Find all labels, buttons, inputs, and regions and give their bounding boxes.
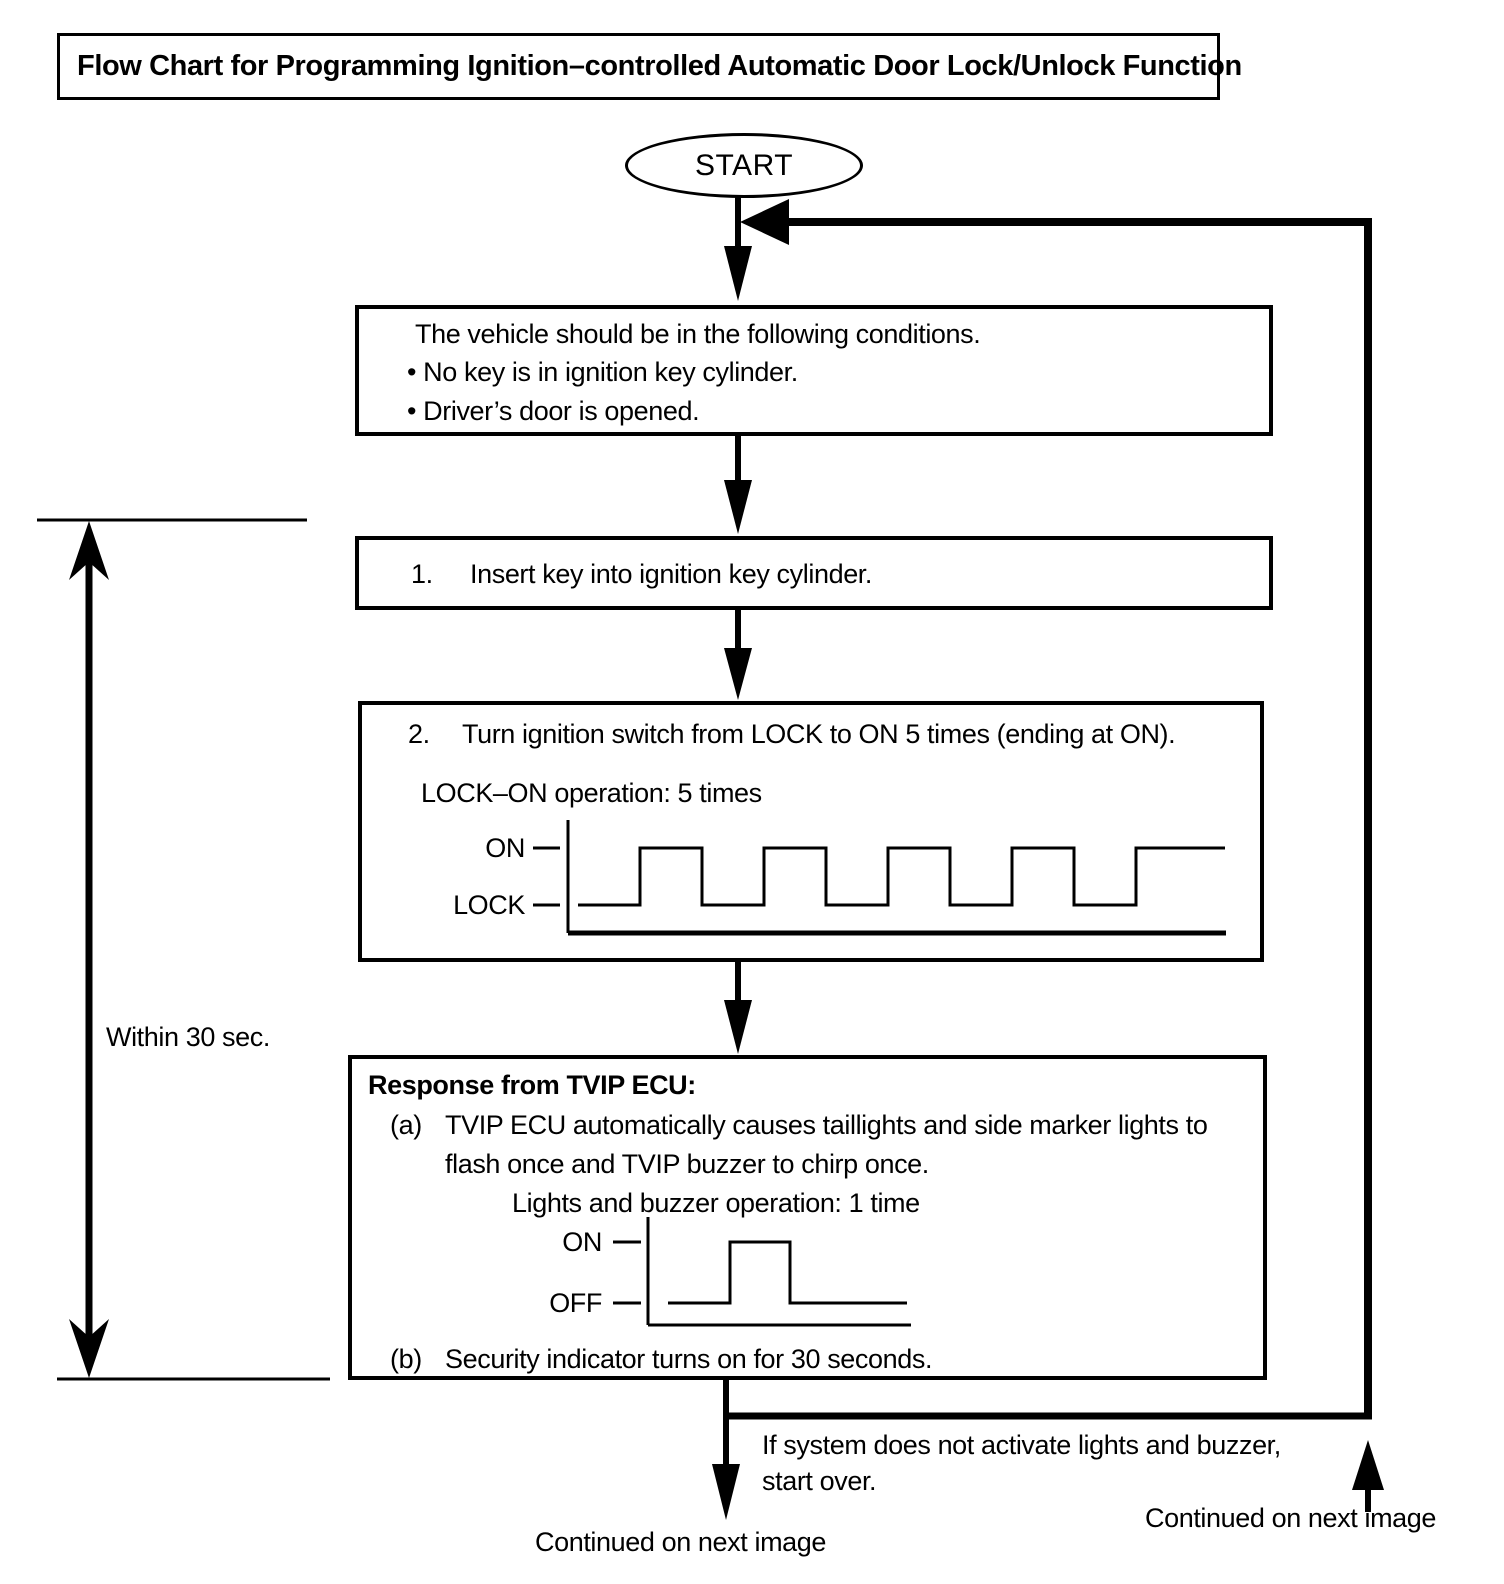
conditions-bullet-1-text: No key is in ignition key cylinder. <box>423 357 798 387</box>
response-item-a-line1: TVIP ECU automatically causes taillights… <box>445 1110 1208 1140</box>
bullet-icon: • <box>407 357 417 387</box>
title-box: Flow Chart for Programming Ignition–cont… <box>57 33 1242 100</box>
conditions-bullet-1: • No key is in ignition key cylinder. <box>407 357 798 388</box>
lock-on-waveform: ON LOCK <box>453 820 1226 936</box>
page-title: Flow Chart for Programming Ignition–cont… <box>77 50 1242 82</box>
arrowhead-to-step1 <box>724 480 752 534</box>
conditions-intro: The vehicle should be in the following c… <box>415 319 981 349</box>
step1-text: Insert key into ignition key cylinder. <box>470 559 873 589</box>
restart-note-line2: start over. <box>762 1466 877 1496</box>
arrowhead-continued-left <box>712 1464 740 1520</box>
response-item-b-label: (b) <box>390 1344 422 1374</box>
step2-text: Turn ignition switch from LOCK to ON 5 t… <box>462 719 1176 749</box>
response-item-a-line2: flash once and TVIP buzzer to chirp once… <box>445 1149 929 1179</box>
conditions-box: The vehicle should be in the following c… <box>355 305 1273 436</box>
response-heading: Response from TVIP ECU: <box>368 1070 696 1100</box>
arrowhead-to-response <box>724 1000 752 1054</box>
within-30-sec-down-arrowhead <box>69 1319 109 1378</box>
arrowhead-continued-right-up <box>1352 1440 1384 1490</box>
step2-number: 2. <box>408 719 430 749</box>
bullet-icon: • <box>407 396 417 426</box>
wave2-high-label: ON <box>562 1227 602 1257</box>
response-item-b-text: Security indicator turns on for 30 secon… <box>445 1344 933 1374</box>
wave1-low-label: LOCK <box>453 890 525 920</box>
arrowhead-to-conditions <box>724 246 752 301</box>
feedback-left-arrowhead <box>740 199 789 245</box>
wave1-high-label: ON <box>485 833 525 863</box>
continued-left-label: Continued on next image <box>535 1527 827 1557</box>
start-node: START <box>625 133 863 198</box>
lights-buzzer-waveform: ON OFF <box>549 1217 911 1327</box>
response-item-a-label: (a) <box>390 1110 422 1140</box>
restart-note-line1: If system does not activate lights and b… <box>762 1430 1281 1460</box>
wave1-square-wave <box>578 846 1225 907</box>
step1-number: 1. <box>411 559 433 589</box>
continued-right-label: Continued on next image <box>1145 1503 1437 1533</box>
arrowhead-to-step2 <box>724 648 752 700</box>
start-label: START <box>694 148 794 182</box>
within-30-sec-label: Within 30 sec. <box>106 1022 270 1052</box>
wave2-low-label: OFF <box>549 1288 602 1318</box>
conditions-bullet-2-text: Driver’s door is opened. <box>423 396 700 426</box>
within-30-sec-up-arrowhead <box>69 521 109 580</box>
conditions-bullet-2: • Driver’s door is opened. <box>407 396 700 427</box>
step1-box: 1. Insert key into ignition key cylinder… <box>355 536 1273 610</box>
wave2-square-wave <box>668 1240 907 1305</box>
step2-wave-caption: LOCK–ON operation: 5 times <box>421 778 762 808</box>
